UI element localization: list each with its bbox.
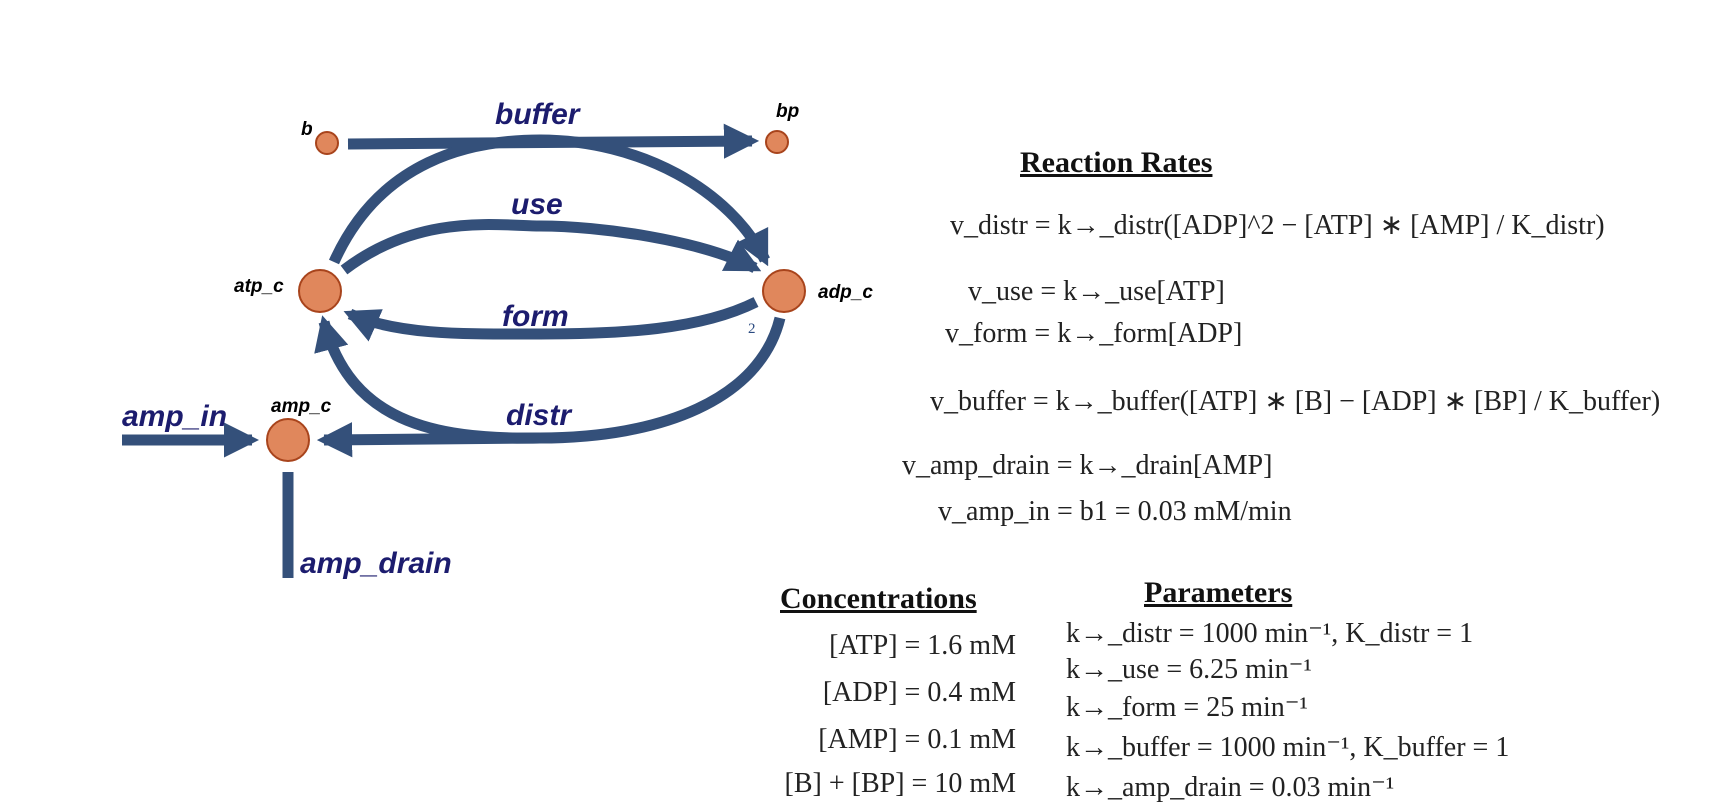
amp-c-label: amp_c [271, 396, 332, 417]
species-b: b [301, 119, 339, 155]
reaction-amp-in: amp_in [122, 400, 260, 458]
species-atp-c: atp_c [234, 269, 342, 313]
buffer-edge-atp [328, 134, 541, 265]
form-edge [343, 297, 759, 342]
rate-v-buffer: v_buffer = k→_buffer([ATP] ∗ [B] − [ADP]… [930, 386, 1661, 417]
species-bp: bp [765, 101, 799, 154]
form-label: form [502, 300, 569, 333]
reaction-network-diagram: buffer use form 2 distr amp_in amp_drain… [122, 98, 873, 580]
b-label: b [301, 119, 313, 140]
species-adp-c: adp_c [762, 269, 873, 313]
parameters-heading: Parameters [1144, 576, 1293, 609]
conc-adp: [ADP] = 0.4 mM [822, 677, 1016, 708]
distr-label: distr [506, 399, 573, 432]
bp-label: bp [776, 101, 799, 122]
use-label: use [511, 188, 563, 221]
param-k-form: k→_form = 25 min⁻¹ [1066, 692, 1308, 723]
conc-b-bp: [B] + [BP] = 10 mM [784, 768, 1016, 799]
use-edge [340, 219, 762, 275]
distr-edge-from-adp [539, 316, 786, 444]
param-k-buffer: k→_buffer = 1000 min⁻¹, K_buffer = 1 [1066, 732, 1510, 763]
rate-v-amp-drain: v_amp_drain = k→_drain[AMP] [902, 450, 1273, 481]
buffer-edge-to-adp [539, 134, 770, 267]
reaction-rates-heading: Reaction Rates [1020, 146, 1213, 179]
amp-in-label: amp_in [122, 400, 227, 433]
buffer-label: buffer [495, 98, 582, 131]
param-k-use: k→_use = 6.25 min⁻¹ [1066, 654, 1312, 685]
conc-amp: [AMP] = 0.1 mM [818, 724, 1016, 755]
adp-c-label: adp_c [818, 282, 873, 303]
concentrations-heading: Concentrations [780, 582, 977, 615]
reaction-distr: distr [314, 315, 786, 458]
param-k-amp-drain: k→_amp_drain = 0.03 min⁻¹ [1066, 772, 1395, 803]
reaction-form: form 2 [343, 297, 759, 342]
reaction-buffer: buffer [328, 98, 770, 267]
rate-v-amp-in: v_amp_in = b1 = 0.03 mM/min [938, 496, 1292, 527]
reaction-amp-drain: amp_drain [282, 472, 452, 580]
rate-v-use: v_use = k→_use[ATP] [968, 276, 1225, 307]
rate-v-distr: v_distr = k→_distr([ADP]^2 − [ATP] ∗ [AM… [950, 210, 1605, 241]
param-k-distr: k→_distr = 1000 min⁻¹, K_distr = 1 [1066, 618, 1474, 649]
reaction-use: use [340, 188, 762, 275]
distr-edge-to-atp [314, 315, 541, 444]
rate-v-form: v_form = k→_form[ADP] [945, 318, 1243, 349]
species-amp-c: amp_c [266, 396, 332, 462]
atp-c-label: atp_c [234, 276, 284, 297]
stoichiometry-label: 2 [748, 321, 756, 337]
conc-atp: [ATP] = 1.6 mM [829, 630, 1016, 661]
amp-drain-label: amp_drain [300, 547, 452, 580]
